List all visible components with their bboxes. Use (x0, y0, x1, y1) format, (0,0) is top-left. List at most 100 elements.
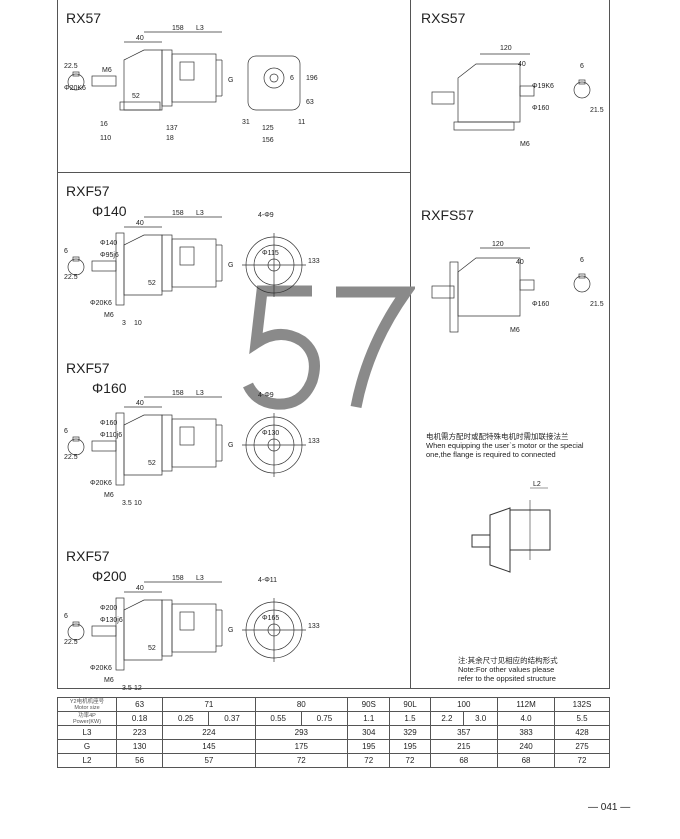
cell: 72 (254, 753, 349, 768)
dim-label: Φ115 (262, 250, 279, 257)
rxf57a-drawing: 158 L3 40 G 4-Φ9 133 6 22.5 Φ140 Φ95j6 Φ… (64, 210, 320, 327)
flange-drawing: L2 (471, 481, 551, 573)
frame-divider (410, 0, 411, 688)
dim-label: 125 (262, 125, 274, 132)
page-number: — 041 — (588, 802, 631, 813)
other-note-cn: 注:其余尺寸见相应的结构形式 (458, 656, 558, 665)
dim-label: 6 (580, 257, 584, 264)
cell: 428 (554, 725, 610, 740)
cell: 1.5 (389, 711, 431, 726)
dim-label: M6 (104, 312, 114, 319)
dim-label: 4-Φ9 (258, 212, 274, 219)
dim-label: 158 (172, 210, 184, 217)
watermark-digit-7 (336, 286, 415, 409)
dim-label: 3 (122, 320, 126, 327)
flange-note-en1: When equipping the user`s motor or the s… (426, 441, 584, 450)
dim-label: 10 (134, 320, 142, 327)
dim-label: 6 (64, 613, 68, 620)
dim-label: Φ20K6 (64, 85, 86, 92)
dim-label: Φ95j6 (100, 252, 119, 259)
subtitle-rxf57-160: Φ160 (92, 380, 127, 396)
dim-label: Φ20K6 (90, 300, 112, 307)
cell: 275 (554, 739, 610, 754)
dim-label: G (228, 442, 233, 449)
row-label: L2 (57, 753, 117, 768)
dim-label: M6 (102, 67, 112, 74)
cell: 329 (389, 725, 431, 740)
page-number-text: 041 (600, 802, 618, 813)
dim-label: 22.5 (64, 63, 78, 70)
rx57-drawing: 158 L3 40 G 6 22.5 Φ20K6 M6 16 110 137 1… (64, 25, 318, 144)
cell: 112M (497, 697, 556, 712)
cell: 195 (347, 739, 391, 754)
power-label-en: Power(KW) (72, 718, 102, 725)
dim-label: M6 (510, 327, 520, 334)
dim-label: 158 (172, 390, 184, 397)
watermark (243, 285, 415, 410)
cell: 72 (347, 753, 391, 768)
dim-label: Φ130j6 (100, 617, 123, 624)
dim-label: 22.5 (64, 454, 78, 461)
cell: 132S (554, 697, 610, 712)
dim-label: 52 (132, 93, 140, 100)
cell: 57 (162, 753, 256, 768)
dim-label: 3.5 (122, 500, 132, 507)
dim-label: 133 (308, 438, 320, 445)
dim-label: 16 (100, 121, 108, 128)
motor-label-en: Motor size (74, 704, 100, 711)
flange-note-cn: 电机需方配时或配特殊电机时需加联接法兰 (426, 432, 569, 441)
cell: 175 (254, 739, 349, 754)
subtitle-rxf57-140: Φ140 (92, 203, 127, 219)
dim-label: 18 (166, 135, 174, 142)
dim-label: 158 (172, 25, 184, 32)
title-rxf57-140: RXF57 (66, 183, 110, 199)
dim-label: 10 (134, 500, 142, 507)
cell: 240 (497, 739, 556, 754)
cell: 223 (115, 725, 164, 740)
other-note-en2: refer to the oppsited structure (458, 674, 556, 683)
dim-label: 22.5 (64, 274, 78, 281)
dim-label: G (228, 262, 233, 269)
frame-left (57, 0, 58, 688)
cell: 0.55 (254, 711, 302, 726)
dim-label: 196 (306, 75, 318, 82)
title-rxf57-160: RXF57 (66, 360, 110, 376)
flange-note-en2: one,the flange is required to connected (426, 450, 556, 459)
cell: 4.0 (497, 711, 556, 726)
cell: 5.5 (554, 711, 610, 726)
cell: 90S (347, 697, 391, 712)
dim-label: L3 (196, 390, 204, 397)
dim-label: 21.5 (590, 107, 604, 114)
cell: 383 (497, 725, 556, 740)
dim-label: 21.5 (590, 301, 604, 308)
cell: 56 (115, 753, 164, 768)
dim-label: 40 (136, 35, 144, 42)
dim-label: 133 (308, 623, 320, 630)
dim-label: Φ160 (532, 105, 549, 112)
cell: 72 (389, 753, 431, 768)
cell: 100 (429, 697, 499, 712)
dim-label: 6 (290, 75, 294, 82)
dim-label: 6 (64, 428, 68, 435)
dim-label: Φ130 (262, 430, 279, 437)
title-rxfs57: RXFS57 (421, 207, 474, 223)
other-values-note: 注:其余尺寸见相应的结构形式 Note:For other values ple… (458, 656, 558, 683)
dim-label: 63 (306, 99, 314, 106)
other-note-en1: Note:For other values please (458, 665, 555, 674)
dim-label: L3 (196, 575, 204, 582)
rxf57c-drawing: 158 L3 40 G 4-Φ11 133 6 22.5 Φ200 Φ130j6… (64, 575, 320, 692)
cell: 68 (429, 753, 499, 768)
dim-label: 120 (500, 45, 512, 52)
cell: 357 (429, 725, 499, 740)
cell: 90L (389, 697, 431, 712)
dim-label: 156 (262, 137, 274, 144)
dim-label: 52 (148, 460, 156, 467)
dim-label: G (228, 627, 233, 634)
title-rx57: RX57 (66, 10, 102, 26)
